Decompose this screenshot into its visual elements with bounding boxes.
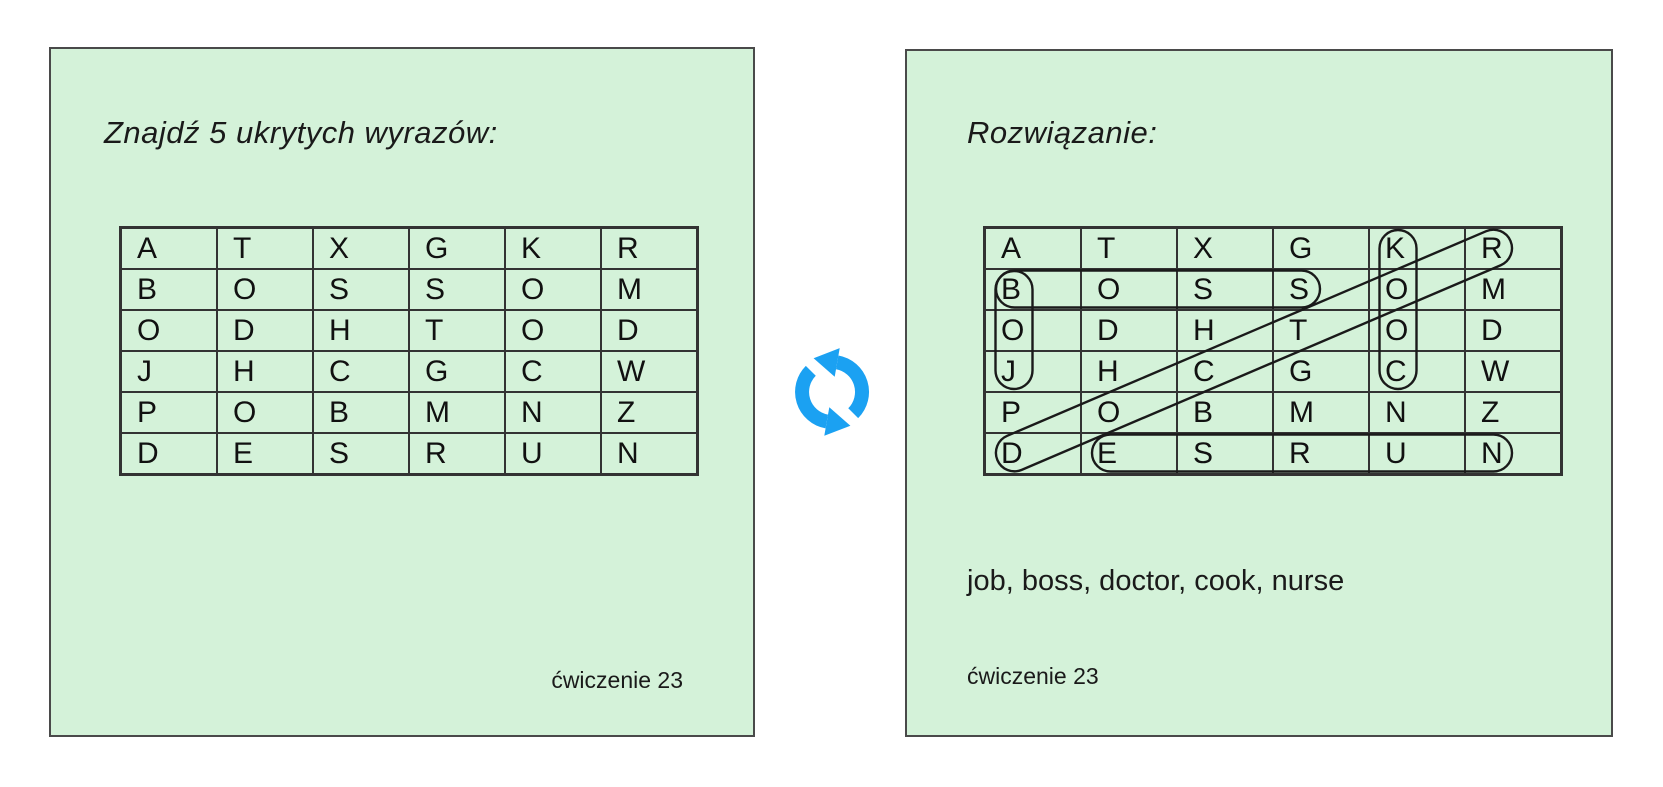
grid-cell: S bbox=[409, 269, 505, 310]
grid-cell: K bbox=[505, 228, 601, 269]
grid-cell: P bbox=[985, 392, 1081, 433]
grid-cell: G bbox=[1273, 351, 1369, 392]
grid-cell: G bbox=[409, 228, 505, 269]
grid-cell: S bbox=[313, 269, 409, 310]
grid-cell: D bbox=[1465, 310, 1561, 351]
grid-cell: C bbox=[313, 351, 409, 392]
grid-cell: C bbox=[1369, 351, 1465, 392]
grid-cell: O bbox=[505, 310, 601, 351]
grid-cell: N bbox=[601, 433, 697, 474]
grid-cell: T bbox=[1081, 228, 1177, 269]
exercise-number-label: ćwiczenie 23 bbox=[551, 667, 683, 693]
grid-cell: D bbox=[217, 310, 313, 351]
solution-title: Rozwiązanie: bbox=[967, 115, 1158, 150]
grid-cell: B bbox=[985, 269, 1081, 310]
solution-words: job, boss, doctor, cook, nurse bbox=[967, 565, 1345, 597]
grid-cell: R bbox=[601, 228, 697, 269]
grid-cell: D bbox=[985, 433, 1081, 474]
grid-cell: O bbox=[121, 310, 217, 351]
grid-cell: K bbox=[1369, 228, 1465, 269]
grid-cell: H bbox=[1177, 310, 1273, 351]
grid-cell: D bbox=[121, 433, 217, 474]
grid-cell: B bbox=[313, 392, 409, 433]
grid-cell: X bbox=[1177, 228, 1273, 269]
grid-cell: O bbox=[505, 269, 601, 310]
grid-cell: T bbox=[409, 310, 505, 351]
grid-cell: G bbox=[409, 351, 505, 392]
grid-cell: O bbox=[1369, 269, 1465, 310]
grid-cell: S bbox=[313, 433, 409, 474]
grid-cell: Z bbox=[601, 392, 697, 433]
grid-cell: H bbox=[1081, 351, 1177, 392]
grid-cell: B bbox=[1177, 392, 1273, 433]
grid-cell: T bbox=[1273, 310, 1369, 351]
grid-cell: O bbox=[1081, 269, 1177, 310]
grid-cell: W bbox=[1465, 351, 1561, 392]
grid-cell: D bbox=[1081, 310, 1177, 351]
grid-cell: M bbox=[1273, 392, 1369, 433]
grid-cell: X bbox=[313, 228, 409, 269]
grid-cell: N bbox=[1369, 392, 1465, 433]
grid-cell: S bbox=[1177, 269, 1273, 310]
grid-cell: T bbox=[217, 228, 313, 269]
grid-cell: W bbox=[601, 351, 697, 392]
grid-cell: C bbox=[1177, 351, 1273, 392]
grid-cell: Z bbox=[1465, 392, 1561, 433]
grid-cell: J bbox=[985, 351, 1081, 392]
grid-cell: B bbox=[121, 269, 217, 310]
grid-cell: U bbox=[505, 433, 601, 474]
grid-cell: R bbox=[409, 433, 505, 474]
grid-cell: C bbox=[505, 351, 601, 392]
exercise-number-label: ćwiczenie 23 bbox=[967, 663, 1099, 689]
sync-icon-graphic bbox=[795, 348, 869, 436]
grid-cell: R bbox=[1465, 228, 1561, 269]
grid-cell: M bbox=[1465, 269, 1561, 310]
grid-cell: D bbox=[601, 310, 697, 351]
grid-cell: E bbox=[217, 433, 313, 474]
grid-cell: S bbox=[1177, 433, 1273, 474]
grid-cell: O bbox=[1369, 310, 1465, 351]
grid-cell: J bbox=[121, 351, 217, 392]
grid-cell: H bbox=[217, 351, 313, 392]
grid-cell: O bbox=[217, 269, 313, 310]
grid-cell: A bbox=[985, 228, 1081, 269]
grid-cell: O bbox=[217, 392, 313, 433]
grid-cell: E bbox=[1081, 433, 1177, 474]
grid-cell: O bbox=[985, 310, 1081, 351]
grid-cell: U bbox=[1369, 433, 1465, 474]
grid-cell: S bbox=[1273, 269, 1369, 310]
grid-cell: N bbox=[1465, 433, 1561, 474]
grid-cell: R bbox=[1273, 433, 1369, 474]
sync-icon[interactable] bbox=[782, 336, 882, 450]
grid-cell: O bbox=[1081, 392, 1177, 433]
exercise-title: Znajdź 5 ukrytych wyrazów: bbox=[104, 115, 498, 150]
grid-cell: G bbox=[1273, 228, 1369, 269]
grid-cell: M bbox=[601, 269, 697, 310]
grid-cell: P bbox=[121, 392, 217, 433]
grid-cell: N bbox=[505, 392, 601, 433]
grid-cell: M bbox=[409, 392, 505, 433]
grid-cell: A bbox=[121, 228, 217, 269]
grid-cell: H bbox=[313, 310, 409, 351]
